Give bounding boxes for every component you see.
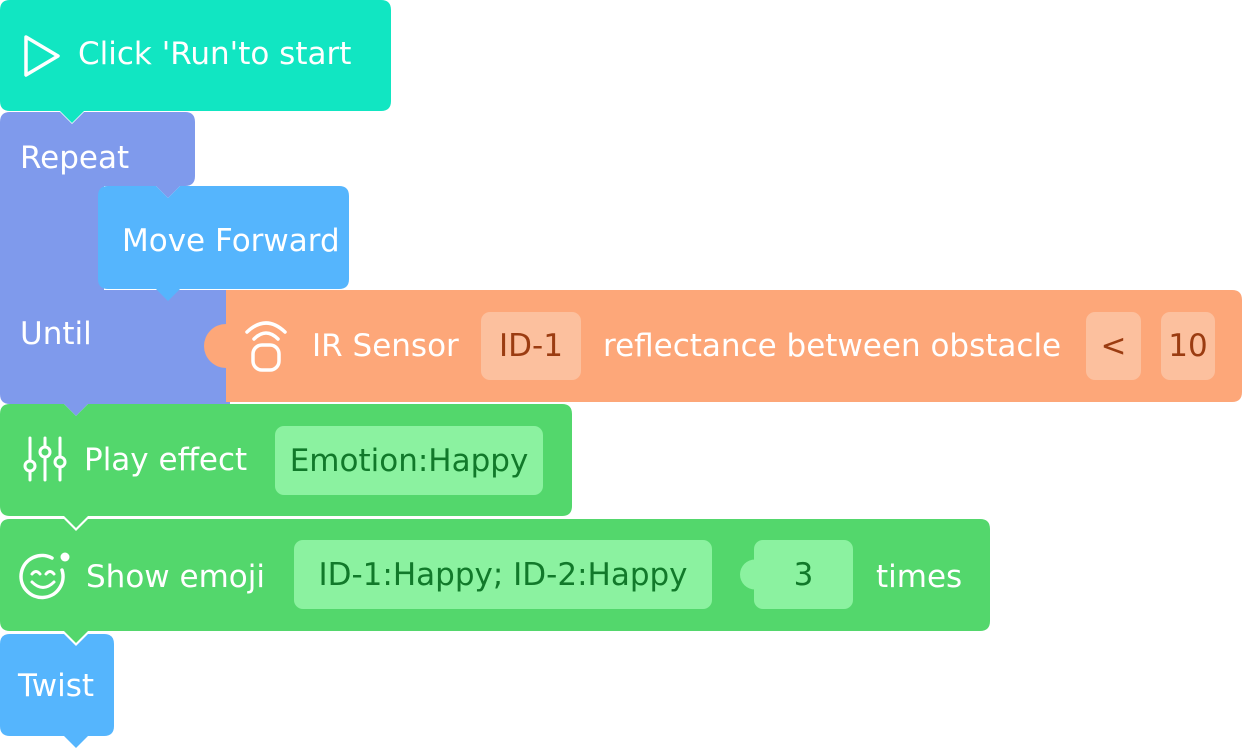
play-icon [24, 35, 60, 77]
start-block-shape[interactable] [0, 0, 391, 123]
sensor-description-text: reflectance between obstacle [603, 328, 1062, 364]
repeat-count-input[interactable]: 3 [754, 540, 853, 609]
emoji-face-icon [19, 552, 70, 600]
twist-label: Twist [18, 668, 95, 704]
start-block-label: Click 'Run'to start [78, 36, 352, 72]
repeat-label: Repeat [20, 140, 130, 176]
ir-sensor-block-shape[interactable] [204, 290, 1243, 402]
move-forward-block-shape[interactable] [98, 186, 349, 301]
show-emoji-label: Show emoji [86, 559, 265, 595]
sensor-id-dropdown[interactable]: ID-1 [481, 312, 581, 380]
move-forward-label: Move Forward [122, 223, 340, 259]
ir-sensor-label: IR Sensor [312, 328, 459, 364]
repeat-block-shape[interactable] [0, 112, 230, 416]
threshold-input[interactable]: 10 [1161, 312, 1215, 380]
sliders-icon [23, 436, 67, 482]
play-effect-label: Play effect [84, 442, 248, 478]
emoji-dropdown[interactable]: ID-1:Happy; ID-2:Happy [294, 540, 712, 609]
operator-dropdown[interactable]: < [1086, 312, 1141, 380]
ir-sensor-icon [245, 321, 287, 372]
effect-dropdown[interactable]: Emotion:Happy [275, 426, 543, 495]
twist-block-shape[interactable] [0, 634, 114, 748]
until-label: Until [20, 316, 92, 352]
times-label: times [876, 559, 963, 595]
